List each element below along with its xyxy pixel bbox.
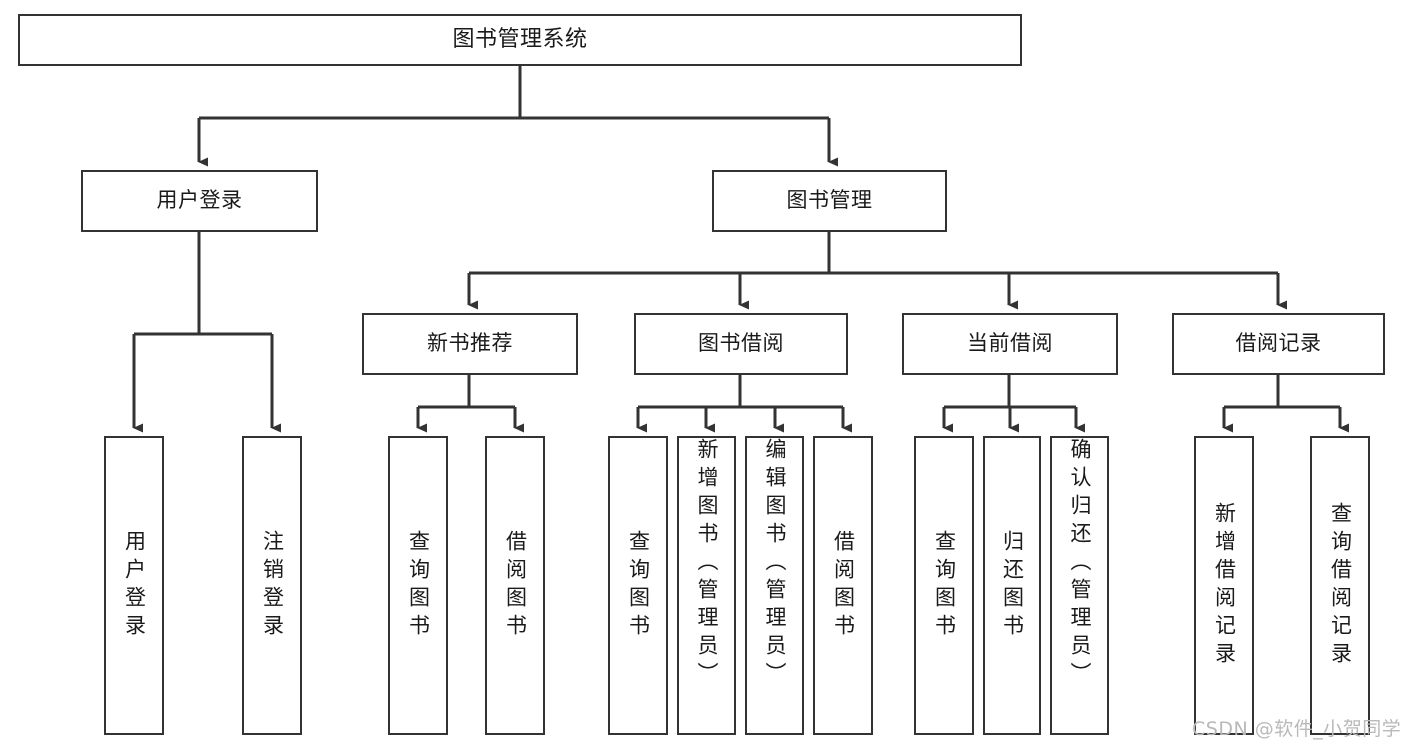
node-leaf-return-book[interactable]: 归还图书 (983, 436, 1041, 735)
node-label: 编辑图书（管理员） (763, 438, 787, 690)
node-label: 确认归还（管理员） (1068, 438, 1092, 690)
node-user-login[interactable]: 用户登录 (81, 170, 318, 232)
node-label: 图书借阅 (698, 331, 784, 356)
node-book-management[interactable]: 图书管理 (712, 170, 947, 232)
node-label: 查询借阅记录 (1328, 501, 1353, 670)
node-label: 借阅图书 (831, 529, 856, 642)
node-current-borrow[interactable]: 当前借阅 (902, 313, 1118, 375)
node-label: 查询图书 (932, 529, 957, 642)
node-leaf-borrow-book-borrow[interactable]: 借阅图书 (813, 436, 873, 735)
node-root-book-management-system[interactable]: 图书管理系统 (18, 14, 1022, 66)
node-label: 归还图书 (1000, 529, 1025, 642)
node-leaf-confirm-return-admin[interactable]: 确认归还（管理员） (1050, 436, 1109, 735)
node-book-borrow[interactable]: 图书借阅 (634, 313, 848, 375)
node-leaf-query-book-current[interactable]: 查询图书 (914, 436, 974, 735)
node-borrow-record[interactable]: 借阅记录 (1172, 313, 1385, 375)
node-leaf-query-book-borrow[interactable]: 查询图书 (608, 436, 668, 735)
node-leaf-borrow-book-recommend[interactable]: 借阅图书 (485, 436, 545, 735)
csdn-watermark: CSDN @软件_小贺同学 (1192, 718, 1402, 740)
node-label: 图书管理 (786, 188, 873, 213)
node-label: 用户登录 (122, 529, 147, 642)
node-label: 用户登录 (156, 188, 243, 213)
node-leaf-add-borrow-record[interactable]: 新增借阅记录 (1194, 436, 1254, 735)
node-label: 借阅图书 (503, 529, 528, 642)
node-label: 查询图书 (626, 529, 651, 642)
node-label: 注销登录 (260, 529, 285, 642)
node-label: 当前借阅 (967, 331, 1053, 356)
node-new-book-recommend[interactable]: 新书推荐 (362, 313, 578, 375)
node-leaf-edit-book-admin[interactable]: 编辑图书（管理员） (745, 436, 804, 735)
node-label: 查询图书 (406, 529, 431, 642)
node-leaf-query-borrow-record[interactable]: 查询借阅记录 (1310, 436, 1370, 735)
node-leaf-query-book-recommend[interactable]: 查询图书 (388, 436, 448, 735)
node-label: 新书推荐 (427, 331, 513, 356)
node-label: 新增图书（管理员） (695, 438, 719, 690)
node-leaf-logout-login[interactable]: 注销登录 (242, 436, 302, 735)
node-label: 借阅记录 (1235, 331, 1322, 356)
node-leaf-add-book-admin[interactable]: 新增图书（管理员） (677, 436, 736, 735)
node-leaf-user-login[interactable]: 用户登录 (104, 436, 164, 735)
node-label: 新增借阅记录 (1212, 501, 1237, 670)
node-label: 图书管理系统 (452, 26, 588, 52)
